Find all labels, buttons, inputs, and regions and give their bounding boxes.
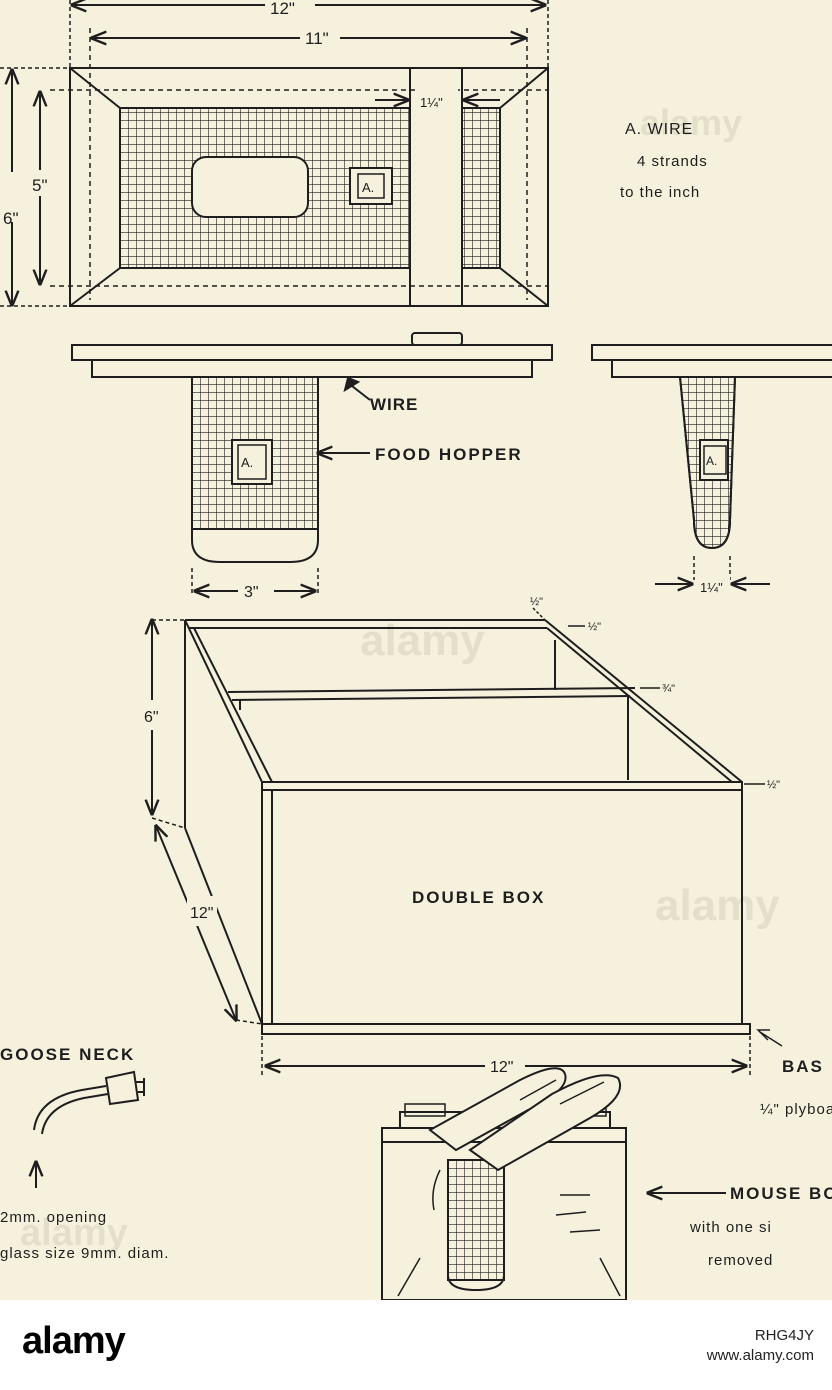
- watermark-text: alamy: [20, 1212, 128, 1254]
- wire-note-line2: 4 strands: [637, 153, 708, 170]
- dim-top-inner: 11": [305, 29, 329, 48]
- watermark-text: alamy: [655, 881, 780, 930]
- wire-note-line1: A. WIRE: [625, 121, 693, 138]
- thickness-half-top: ½": [530, 596, 543, 608]
- opening-note: 2mm. opening: [0, 1209, 107, 1226]
- dim-left-inner: 5": [32, 176, 48, 195]
- mouse-cage-diagram: alamy alamy alamy alamy: [0, 0, 832, 1300]
- goose-neck-labels: GOOSE NECK 2mm. opening glass size 9mm. …: [0, 1045, 169, 1262]
- glass-note: glass size 9mm. diam.: [0, 1245, 169, 1262]
- mouse-box-note1: with one si: [689, 1219, 772, 1236]
- base-label: BAS: [782, 1057, 824, 1076]
- goose-neck-label: GOOSE NECK: [0, 1045, 135, 1064]
- watermark-text: alamy: [360, 616, 485, 665]
- watermark-text: alamy: [640, 102, 742, 143]
- double-box-label: DOUBLE BOX: [412, 888, 545, 907]
- thickness-half-front: ½": [767, 779, 780, 791]
- mouse-box: [381, 1067, 726, 1300]
- mouse-box-label: MOUSE BO: [730, 1184, 832, 1203]
- wire-note-line3: to the inch: [620, 184, 700, 201]
- mouse-box-note2: removed: [708, 1252, 773, 1269]
- elevation-labels: WIRE FOOD HOPPER A. A. 3" 1¼": [238, 395, 730, 601]
- box-depth: 12": [190, 905, 213, 922]
- top-view-labels: 12" 11" 6" 5" 1¼" A. A. WIRE 4 strands t…: [0, 0, 708, 228]
- goose-neck: [34, 1070, 145, 1188]
- footer-bar: alamy RHG4JY www.alamy.com: [0, 1300, 832, 1390]
- top-view: [0, 0, 549, 307]
- hopper-tag: A.: [241, 455, 253, 470]
- thickness-three-quarter: ¾": [662, 683, 675, 695]
- front-elevation: [71, 332, 553, 595]
- alamy-logo: alamy: [22, 1320, 126, 1362]
- food-hopper-label: FOOD HOPPER: [375, 445, 523, 464]
- wire-label: WIRE: [370, 395, 418, 414]
- base-note: ¼" plyboa: [760, 1101, 832, 1118]
- hopper-side-tag: A.: [706, 454, 717, 468]
- dim-top-outer: 12": [270, 0, 295, 18]
- hopper-side-width: 1¼": [700, 580, 723, 595]
- site-url: www.alamy.com: [706, 1347, 814, 1364]
- watermarks: alamy alamy alamy alamy: [20, 102, 780, 1254]
- dim-divider: 1¼": [420, 95, 443, 110]
- dim-left-outer: 6": [3, 209, 19, 228]
- image-id: RHG4JY: [754, 1327, 814, 1344]
- double-box-labels: 6" 12" 12" ½" ½" ¾" ½" DOUBLE BOX BAS ¼"…: [142, 596, 832, 1118]
- mouse-box-labels: MOUSE BO with one si removed: [689, 1184, 832, 1269]
- side-elevation: [591, 344, 832, 584]
- image-id-block: RHG4JY www.alamy.com: [707, 1326, 814, 1366]
- panel-tag: A.: [362, 180, 374, 195]
- hopper-width: 3": [244, 584, 259, 601]
- box-height: 6": [144, 709, 159, 726]
- double-box: [152, 607, 783, 1075]
- box-width: 12": [490, 1059, 513, 1076]
- thickness-half-side: ½": [588, 621, 601, 633]
